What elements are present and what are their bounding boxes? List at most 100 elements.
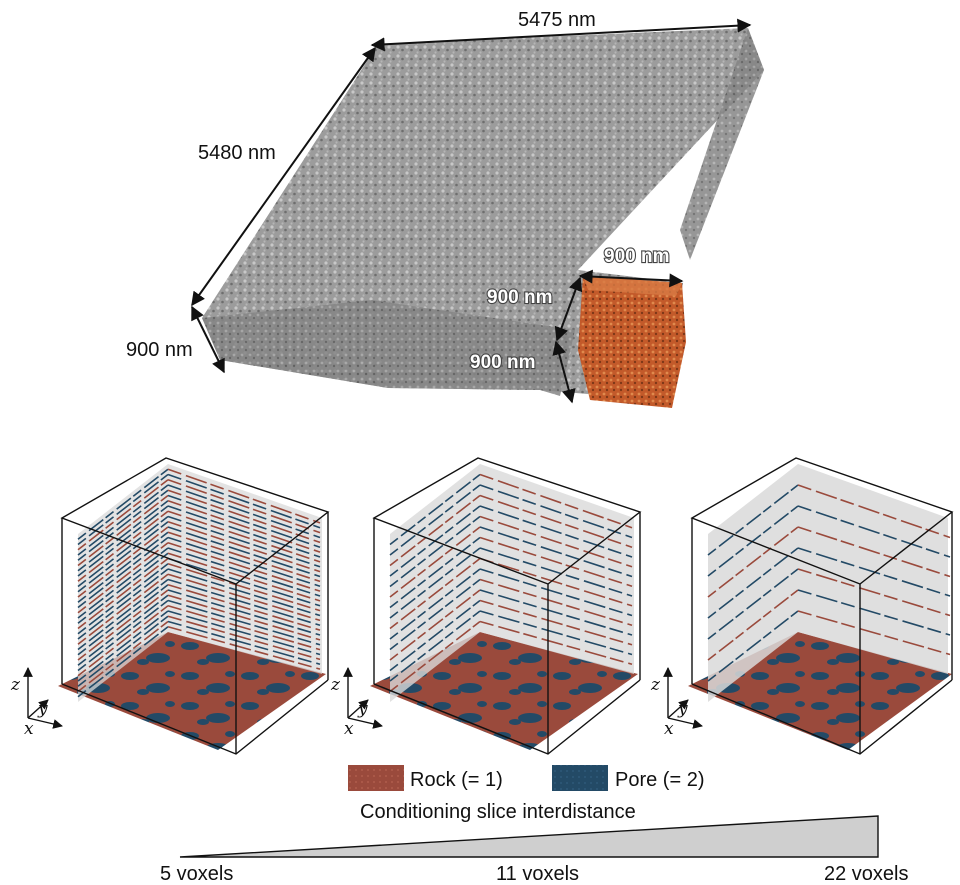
slice-line-right (167, 568, 321, 617)
axis-triad-1: z x y (10, 667, 63, 739)
z-axis-label: z (10, 675, 21, 695)
slice-line-left (77, 542, 169, 614)
slice-line-right (167, 478, 321, 534)
slice-line-left (77, 610, 169, 682)
slice-line-left (77, 573, 169, 645)
slice-line-left (77, 526, 169, 598)
slice-line-left (77, 578, 169, 651)
slice-line-left (77, 563, 169, 635)
slice-line-right (167, 499, 321, 553)
dim-arrow-left (191, 46, 376, 307)
y-axis-line (667, 699, 689, 719)
slice-line-left (77, 589, 169, 661)
slice-line-left (77, 584, 169, 656)
slice-line-left (389, 578, 481, 651)
slice-line-right (479, 599, 633, 646)
dim-label-top: 5475 nm (518, 9, 596, 31)
cube-1 (58, 457, 330, 755)
axis-triad-2: z x y (330, 667, 383, 739)
sub-dim-label-top: 900 nm (604, 246, 669, 267)
slice-line-right (479, 568, 633, 617)
slice-line-right (479, 547, 633, 597)
slice-line-right (167, 541, 321, 592)
slice-line-right (167, 505, 321, 558)
slice-line-left (77, 568, 169, 640)
slice-line-right (167, 557, 321, 607)
slice-line-left (389, 484, 481, 556)
x-axis-label: x (344, 719, 354, 739)
slice-line-left (77, 484, 169, 556)
x-axis-line (27, 717, 63, 729)
slice-line-left (77, 552, 169, 624)
slice-line-right (167, 615, 321, 661)
slice-line-left (77, 521, 169, 593)
y-axis-label: y (37, 699, 48, 719)
slice-line-left (77, 605, 169, 677)
slice-line-right (167, 583, 321, 631)
y-axis-label: y (357, 699, 368, 719)
slice-line-left (77, 557, 169, 630)
x-axis-line (667, 717, 703, 729)
x-axis-label: x (664, 719, 674, 739)
slice-line-right (167, 510, 321, 563)
slice-line-right (167, 526, 321, 578)
dim-arrow-top (370, 18, 752, 52)
slice-line-left (389, 547, 481, 619)
dim-label-depth: 900 nm (126, 339, 193, 361)
sub-dim-arrow-depth (552, 340, 576, 404)
y-axis-label: y (677, 699, 688, 719)
cube-2 (370, 457, 642, 755)
slice-line-right (797, 526, 951, 578)
slice-line-right (167, 599, 321, 646)
slice-line-right (479, 557, 633, 607)
slice-line-left (707, 589, 799, 661)
slice-line-right (167, 484, 321, 539)
slice-line-right (167, 610, 321, 656)
slice-line-right (167, 589, 321, 636)
slice-line-left (389, 599, 481, 672)
slice-line-left (389, 610, 481, 682)
slice-line-right (167, 604, 321, 651)
scale-tick-11: 11 voxels (496, 863, 579, 885)
legend-rock-swatch (348, 765, 404, 791)
slice-line-right (167, 531, 321, 583)
legend-pore-label: Pore (= 2) (615, 769, 704, 791)
slice-line-right (167, 468, 321, 524)
cube-1-edge-4 (61, 679, 329, 755)
cube-3 (688, 457, 954, 755)
slice-line-left (707, 547, 799, 619)
slice-line-left (77, 615, 169, 687)
slice-line-right (167, 494, 321, 549)
slice-line-right (479, 484, 633, 539)
slice-line-left (77, 599, 169, 672)
slice-line-left (389, 620, 481, 693)
slice-line-right (479, 526, 633, 578)
slice-line-right (479, 589, 633, 636)
slice-line-left (77, 594, 169, 666)
slice-line-right (479, 620, 633, 666)
cube-3-slice-lines (707, 484, 951, 682)
slice-line-right (479, 473, 633, 529)
slice-line-left (707, 505, 799, 577)
slice-line-left (77, 547, 169, 619)
slice-line-right (797, 505, 951, 558)
slice-line-right (797, 610, 951, 656)
y-axis-line (347, 699, 369, 719)
slice-line-left (77, 473, 169, 546)
slab-front-face (202, 300, 575, 396)
slice-line-left (77, 468, 169, 540)
slice-line-left (707, 484, 799, 556)
slice-line-right (479, 515, 633, 568)
slice-line-right (167, 620, 321, 666)
slice-line-left (77, 626, 169, 698)
slice-line-right (479, 536, 633, 588)
cube-3-edge-4 (691, 679, 953, 755)
slice-line-right (167, 536, 321, 588)
slice-line-right (167, 578, 321, 627)
z-axis-label: z (330, 675, 341, 695)
subvolume-cube (578, 276, 686, 408)
slice-line-left (389, 557, 481, 630)
slice-line-right (167, 547, 321, 597)
slab-right-face (680, 28, 764, 260)
